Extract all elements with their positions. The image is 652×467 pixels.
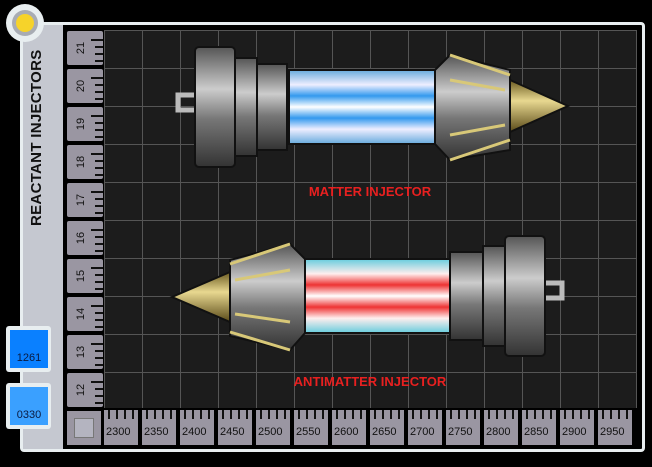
- x-tick-label: 2950: [598, 410, 632, 445]
- x-tick-label: 2450: [218, 410, 252, 445]
- x-tick-label: 2400: [180, 410, 214, 445]
- x-tick-label: 2500: [256, 410, 290, 445]
- y-tick-label: 15: [67, 259, 103, 293]
- x-tick-label: 2350: [142, 410, 176, 445]
- antimatter-injector: [169, 235, 565, 357]
- antimatter-injector-label: ANTIMATTER INJECTOR: [293, 374, 447, 389]
- y-tick-label: 19: [67, 107, 103, 141]
- y-tick-label: 12: [67, 373, 103, 407]
- matter-injector: [175, 46, 571, 168]
- readout-button-b[interactable]: 0330: [6, 383, 51, 429]
- status-indicator: [6, 4, 44, 42]
- matter-beam: [288, 69, 436, 145]
- y-tick-label: 17: [67, 183, 103, 217]
- left-panel: [23, 25, 63, 449]
- indicator-light-icon: [16, 14, 34, 32]
- x-tick-label: 2900: [560, 410, 594, 445]
- y-tick-label: 21: [67, 31, 103, 65]
- corner-button[interactable]: [67, 411, 101, 445]
- x-tick-label: 2700: [408, 410, 442, 445]
- readout-button-a[interactable]: 1261: [6, 326, 51, 372]
- antimatter-beam: [304, 258, 451, 334]
- y-tick-label: 13: [67, 335, 103, 369]
- x-tick-label: 2750: [446, 410, 480, 445]
- x-tick-label: 2300: [104, 410, 138, 445]
- matter-injector-label: MATTER INJECTOR: [308, 184, 432, 199]
- x-tick-label: 2600: [332, 410, 366, 445]
- y-tick-label: 20: [67, 69, 103, 103]
- y-tick-label: 14: [67, 297, 103, 331]
- y-tick-label: 18: [67, 145, 103, 179]
- x-tick-label: 2850: [522, 410, 556, 445]
- x-tick-label: 2650: [370, 410, 404, 445]
- y-tick-label: 16: [67, 221, 103, 255]
- x-tick-label: 2800: [484, 410, 518, 445]
- x-tick-label: 2550: [294, 410, 328, 445]
